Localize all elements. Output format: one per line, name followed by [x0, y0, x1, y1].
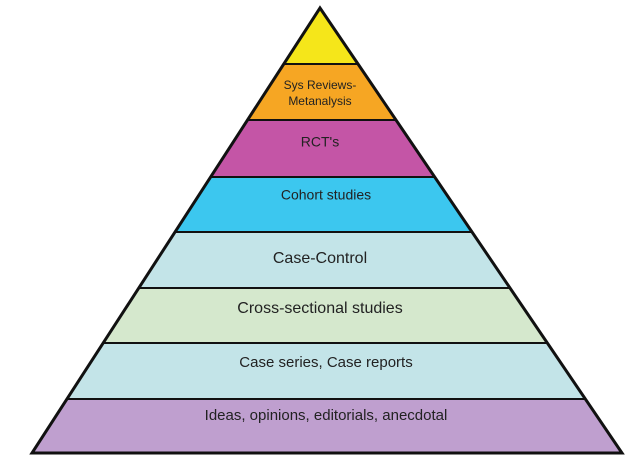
- level-label-rcts: RCT's: [301, 134, 339, 150]
- level-band-cohort: [175, 177, 473, 232]
- level-band-rcts: [210, 120, 435, 177]
- level-band-sys-reviews: [247, 64, 397, 120]
- level-label-ideas-opinions: Ideas, opinions, editorials, anecdotal: [205, 407, 448, 424]
- level-band-apex: [283, 8, 359, 64]
- level-label-sys-reviews-line2: Metanalysis: [288, 94, 351, 108]
- level-band-case-control: [138, 232, 511, 288]
- level-label-case-series: Case series, Case reports: [239, 354, 412, 371]
- level-label-cohort-studies: Cohort studies: [281, 187, 371, 203]
- level-label-cross-sectional: Cross-sectional studies: [237, 300, 402, 317]
- pyramid-outline: [29, 5, 625, 455]
- level-band-case-series: [66, 343, 586, 399]
- level-band-cross-sectional: [103, 288, 548, 343]
- level-label-case-control: Case-Control: [273, 250, 367, 267]
- level-band-ideas-opinions: [32, 399, 622, 453]
- level-label-sys-reviews-line1: Sys Reviews-: [284, 78, 357, 92]
